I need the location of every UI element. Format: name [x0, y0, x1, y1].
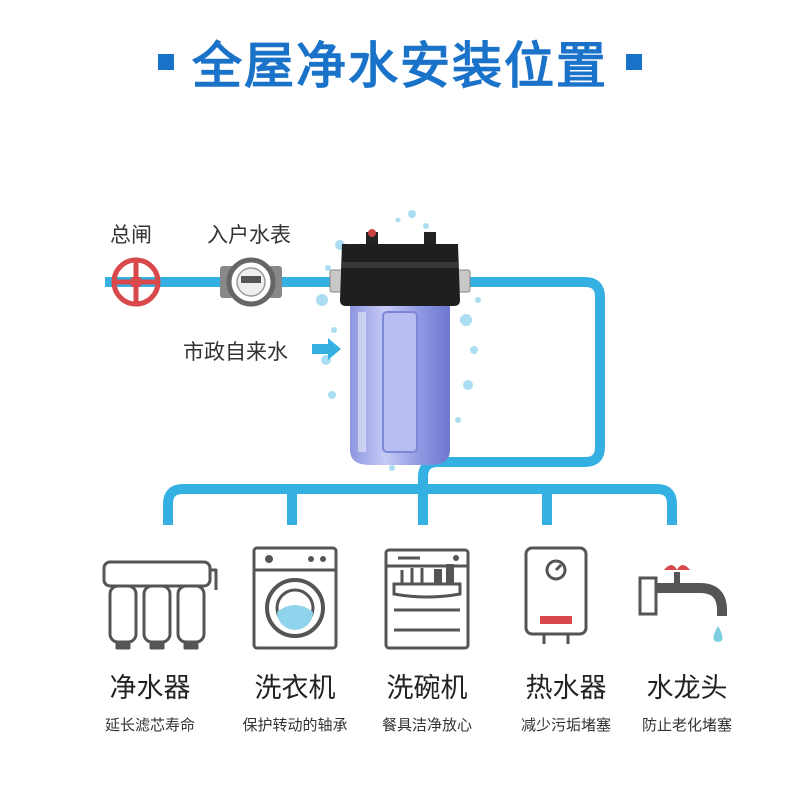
prefilter-housing	[329, 229, 471, 465]
appliance-name-washing-machine: 洗衣机	[254, 673, 336, 704]
title-right-square-icon	[626, 54, 642, 70]
appliance-desc-washing-machine: 保护转动的轴承	[242, 716, 348, 734]
appliance-desc-water-heater: 减少污垢堵塞	[520, 716, 611, 734]
dishwasher-icon	[384, 548, 470, 650]
water-heater-icon	[524, 546, 588, 644]
main-valve	[111, 257, 161, 307]
title-bar: 全屋净水安装位置	[0, 22, 800, 102]
outlet-pipe	[418, 277, 605, 489]
appliance-name-water-heater: 热水器	[525, 673, 607, 704]
water-meter-icon	[220, 257, 282, 307]
title-left-square-icon	[158, 54, 174, 70]
appliance-name-dishwasher: 洗碗机	[386, 673, 468, 704]
appliance-desc-dishwasher: 餐具洁净放心	[381, 716, 472, 734]
washing-machine-icon	[252, 546, 338, 650]
municipal-water-label: 市政自来水	[183, 340, 288, 364]
ro-purifier-icon	[102, 560, 218, 650]
page-title: 全屋净水安装位置	[192, 37, 608, 95]
appliance-desc-faucet: 防止老化堵塞	[641, 716, 732, 734]
appliance-desc-ro-purifier: 延长滤芯寿命	[104, 716, 195, 734]
water-meter-label: 入户水表	[207, 223, 291, 247]
appliance-name-ro-purifier: 净水器	[109, 673, 191, 704]
arrow-right-icon	[312, 338, 341, 360]
faucet-icon	[638, 565, 727, 643]
main-valve-label: 总闸	[110, 223, 152, 247]
appliance-name-faucet: 水龙头	[646, 673, 728, 704]
